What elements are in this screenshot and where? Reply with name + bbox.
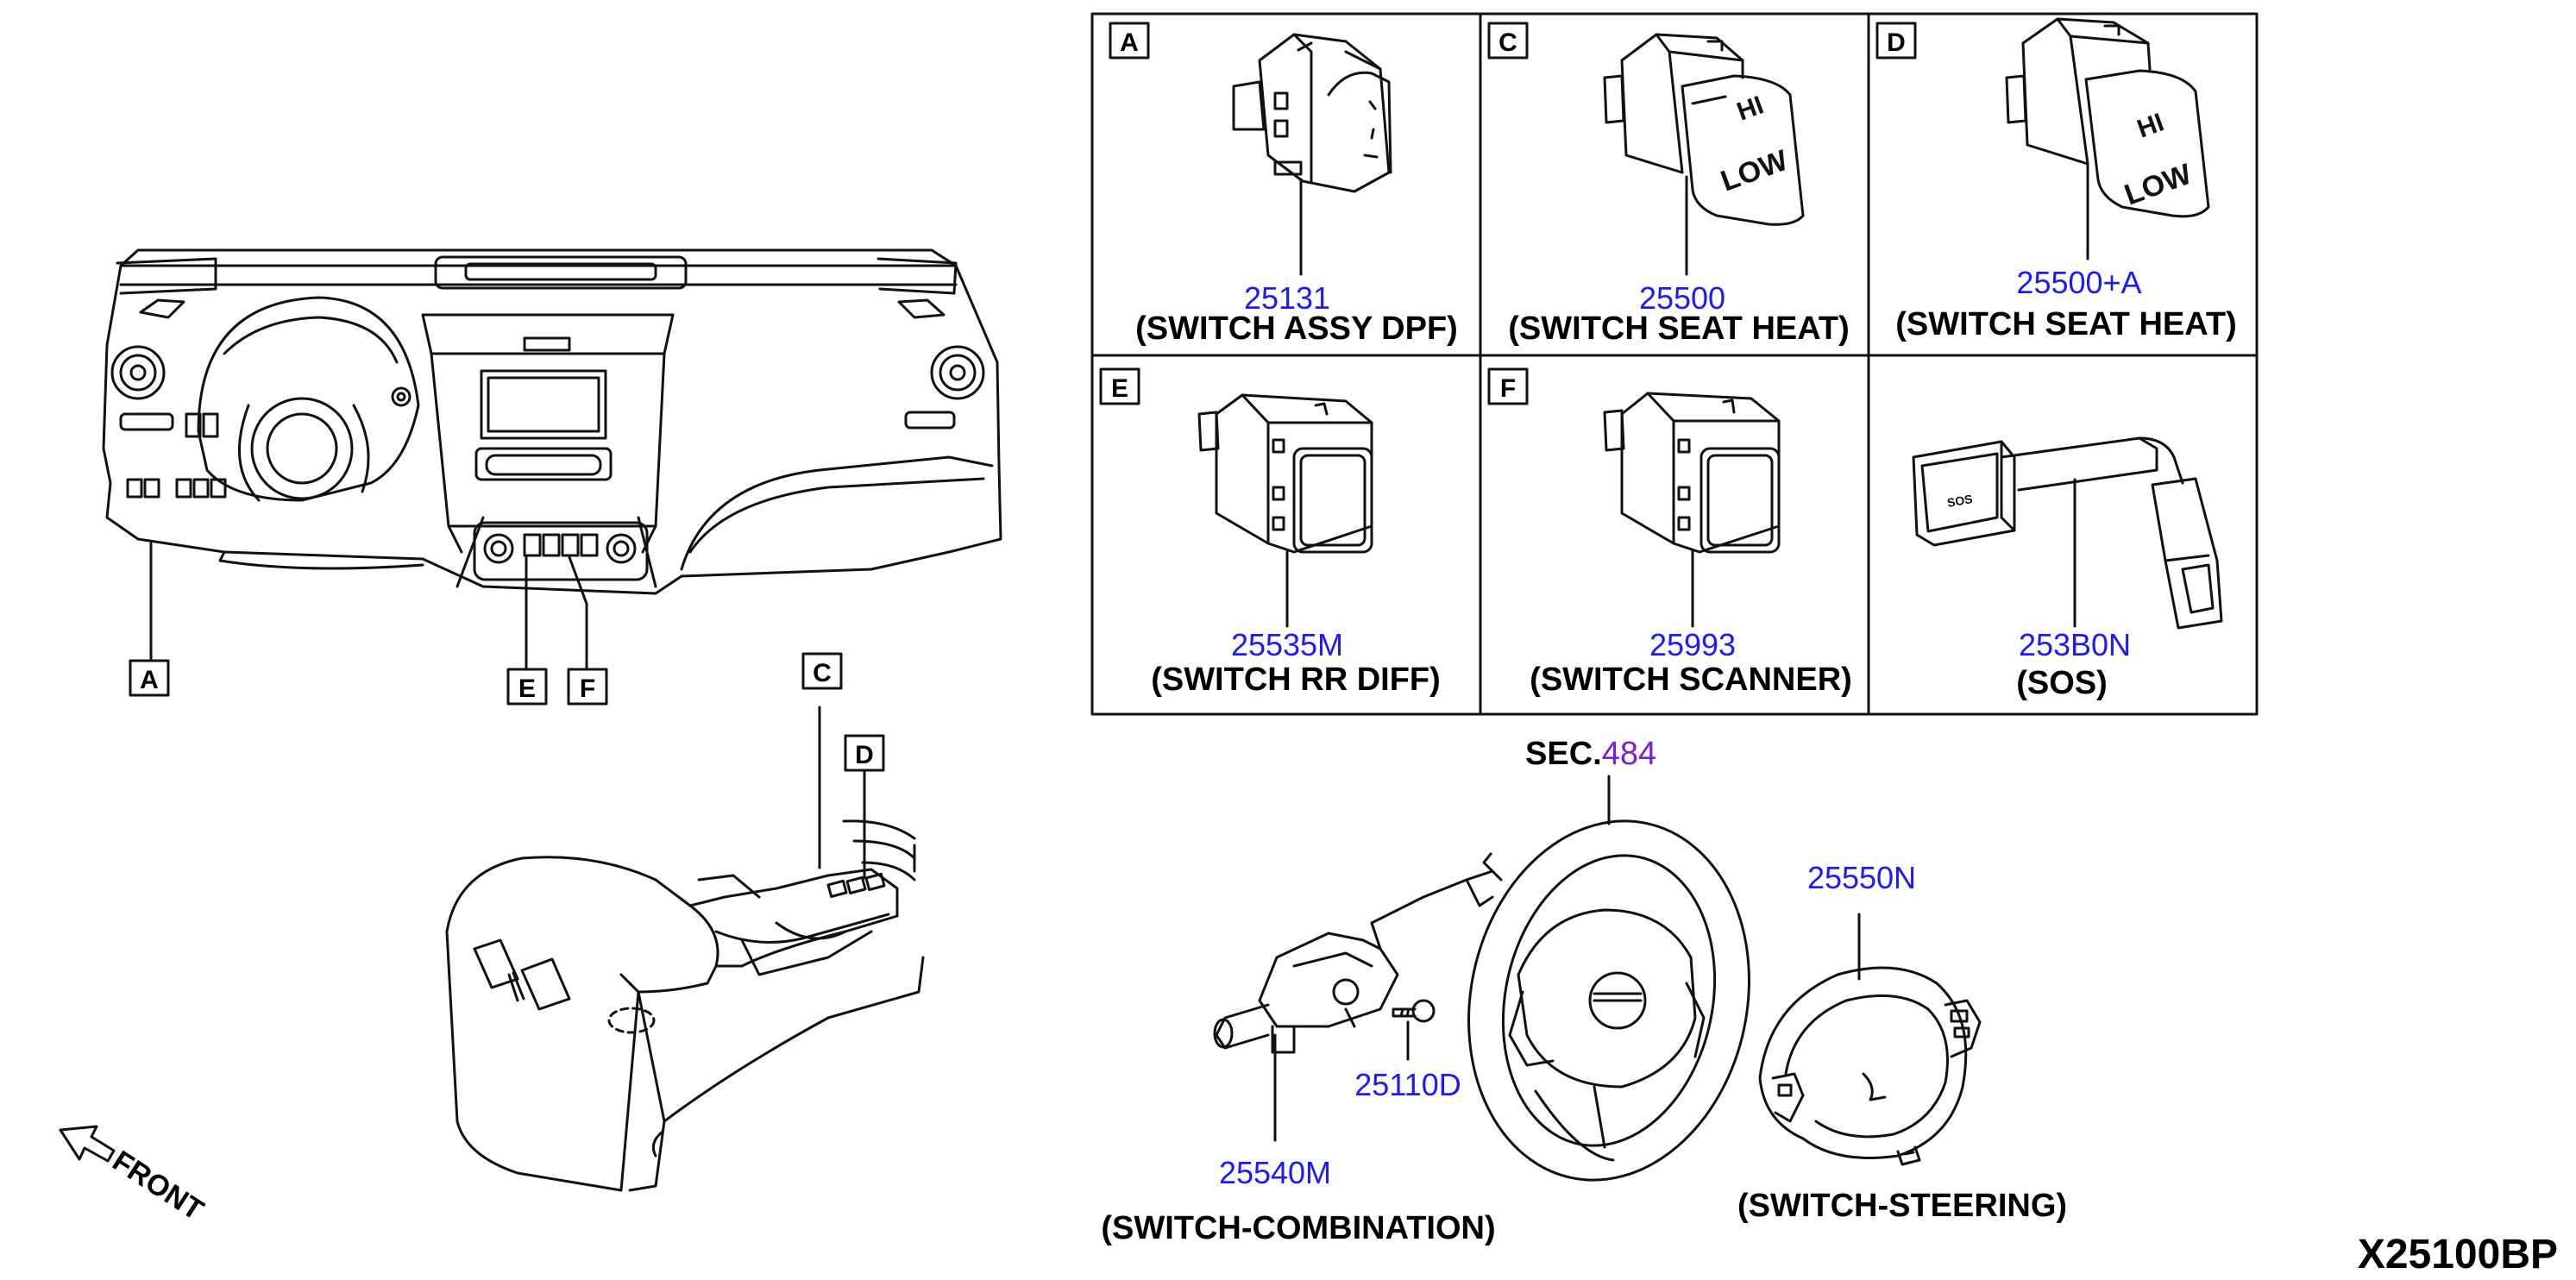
instrument-panel-leaders xyxy=(149,542,588,671)
steering-wheel-illustration xyxy=(1467,775,1750,1182)
panel-d-letter-box xyxy=(1875,22,1917,60)
callout-box-a xyxy=(129,659,170,697)
center-console-illustration xyxy=(445,706,925,1192)
panel-d-letter: D xyxy=(1887,28,1906,57)
callout-c-label: C xyxy=(813,659,832,687)
panel-c-caption: (SWITCH SEAT HEAT) xyxy=(1508,311,1849,347)
panel-sos-part-number: 253B0N xyxy=(2019,627,2131,662)
switch-sos-illustration xyxy=(1912,436,2223,630)
seat-heat-a-hi-mark: HI xyxy=(2133,108,2167,143)
callout-d-label: D xyxy=(855,741,874,769)
combination-switch-caption: (SWITCH-COMBINATION) xyxy=(1101,1210,1495,1246)
panel-d-part-number: 25500+A xyxy=(2016,265,2141,300)
seat-heat-low-mark: LOW xyxy=(1717,143,1793,198)
front-arrow-icon xyxy=(59,1125,116,1163)
steering-switch-illustration xyxy=(1758,913,1982,1166)
callout-f-label: F xyxy=(580,675,595,703)
panel-a-part-number: 25131 xyxy=(1244,280,1330,316)
panel-e-part-number: 25535M xyxy=(1231,627,1343,662)
diagram-code: X25100BP xyxy=(2358,1232,2558,1277)
panel-e-letter-box xyxy=(1099,367,1140,405)
callout-a-label: A xyxy=(140,666,159,694)
panel-c-letter-box xyxy=(1487,22,1529,60)
panel-f-letter-box xyxy=(1487,367,1529,405)
panel-a-letter-box xyxy=(1109,22,1150,60)
switch-seat-heat-illustration xyxy=(1603,33,1805,276)
section-reference: SEC.484 xyxy=(1525,736,1656,772)
combination-switch-part-number: 25540M xyxy=(1219,1155,1331,1190)
panel-c-part-number: 25500 xyxy=(1639,280,1725,316)
sos-switch-mark: SOS xyxy=(1946,492,1974,510)
callout-box-c xyxy=(801,652,843,690)
instrument-panel-illustration xyxy=(102,248,1002,595)
callout-box-f xyxy=(567,668,608,706)
panel-d-caption: (SWITCH SEAT HEAT) xyxy=(1895,306,2236,342)
seat-heat-hi-mark: HI xyxy=(1733,91,1767,126)
switch-panel-grid xyxy=(1090,12,2259,716)
callout-box-e xyxy=(506,668,548,706)
panel-e-letter: E xyxy=(1111,374,1128,403)
panel-f-letter: F xyxy=(1500,374,1516,403)
panel-sos-caption: (SOS) xyxy=(2016,665,2108,701)
switch-scanner-illustration xyxy=(1603,392,1781,628)
section-number: 484 xyxy=(1602,736,1656,772)
section-prefix: SEC. xyxy=(1525,736,1602,772)
front-label: FRONT xyxy=(107,1145,210,1227)
panel-f-part-number: 25993 xyxy=(1649,627,1736,662)
steering-switch-caption: (SWITCH-STEERING) xyxy=(1737,1188,2067,1224)
callout-e-label: E xyxy=(518,675,536,703)
panel-c-letter: C xyxy=(1498,28,1517,57)
bolt-illustration xyxy=(1392,999,1436,1061)
panel-a-letter: A xyxy=(1120,28,1139,57)
seat-heat-a-low-mark: LOW xyxy=(2120,157,2196,211)
callout-box-d xyxy=(844,734,885,772)
panel-f-caption: (SWITCH SCANNER) xyxy=(1530,662,1852,698)
bolt-part-number: 25110D xyxy=(1354,1067,1461,1102)
switch-seat-heat-a-illustration xyxy=(2005,17,2210,260)
panel-a-caption: (SWITCH ASSY DPF) xyxy=(1135,311,1458,347)
combination-switch-illustration xyxy=(1213,852,1503,1142)
panel-e-caption: (SWITCH RR DIFF) xyxy=(1151,662,1441,698)
switch-dpf-illustration xyxy=(1232,33,1392,276)
steering-switch-part-number: 25550N xyxy=(1807,860,1916,895)
switch-rr-diff-illustration xyxy=(1197,393,1373,628)
